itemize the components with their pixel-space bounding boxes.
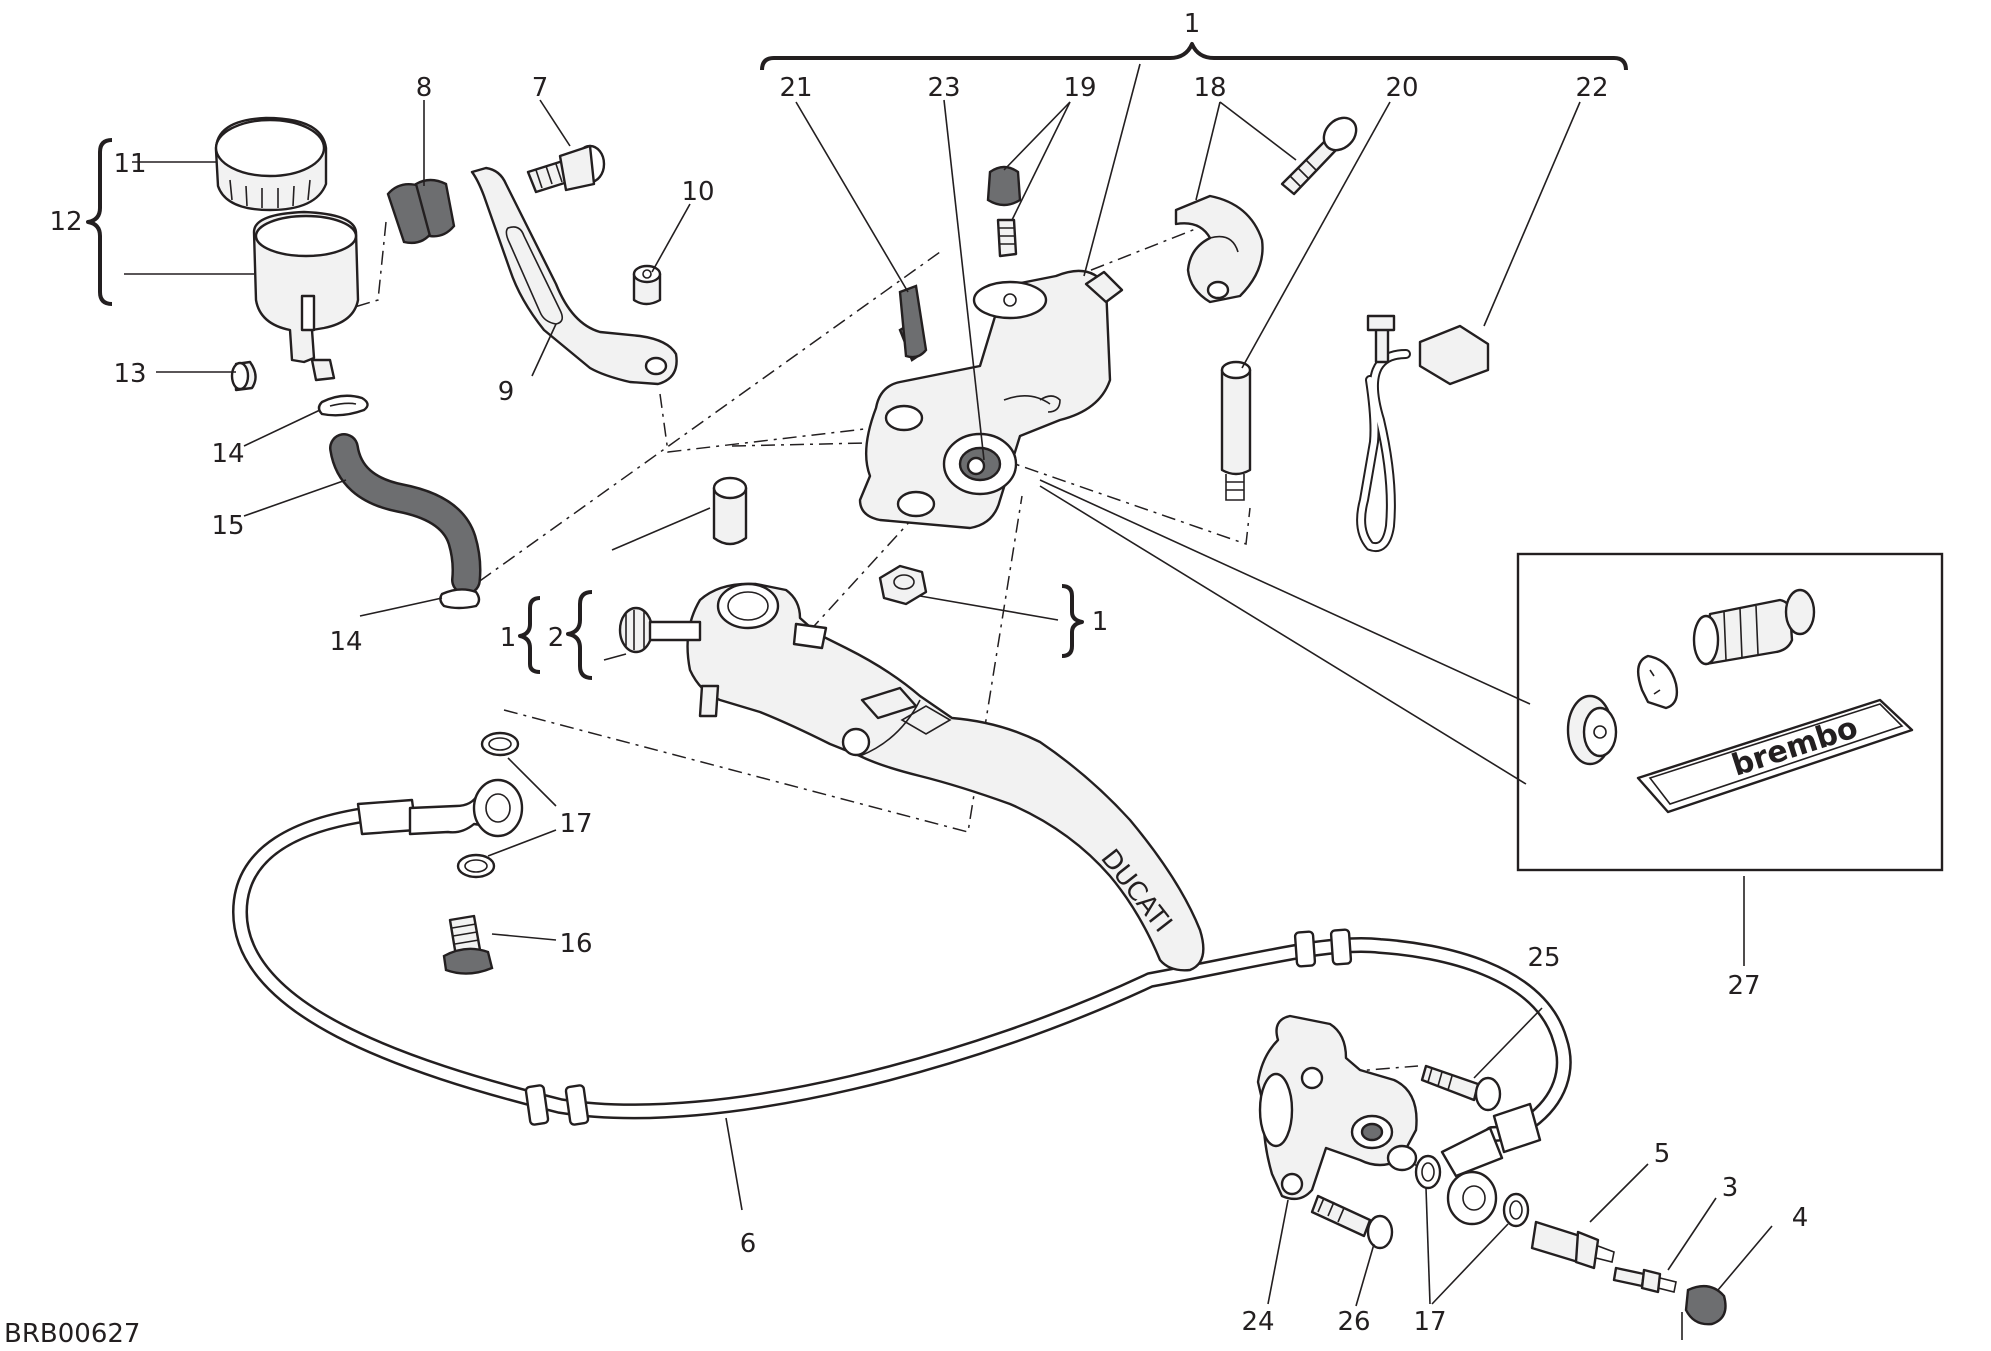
callout-1-right: 1 <box>1092 607 1109 637</box>
callout-21: 21 <box>779 73 812 103</box>
reservoir-body <box>252 210 360 382</box>
brace-12 <box>86 138 113 306</box>
hose-clamp-upper <box>317 394 369 417</box>
callout-25: 25 <box>1527 943 1560 973</box>
assembly-line-hose-lever <box>455 251 941 599</box>
banjo-bolt-slave <box>1530 1220 1615 1270</box>
bleed-valve <box>986 165 1022 258</box>
brace-2 <box>566 590 593 680</box>
clutch-lever: DUCATI <box>686 582 1205 972</box>
slave-cylinder-bolt-upper <box>1420 1064 1502 1112</box>
callout-4: 4 <box>1792 1203 1809 1233</box>
clutch-hose <box>232 798 1572 1154</box>
reservoir-bracket-bolt <box>526 144 606 194</box>
copper-washer-lower-b <box>1502 1192 1530 1228</box>
washer-hole <box>1509 1200 1523 1220</box>
bracket-screw <box>632 264 662 306</box>
pivot-pin <box>1220 360 1252 501</box>
reservoir-hose <box>329 433 482 595</box>
leader-lines <box>124 63 1773 1307</box>
handlebar-clamp <box>1174 194 1264 304</box>
callout-1-left: 1 <box>500 623 517 653</box>
callout-10: 10 <box>681 177 714 207</box>
callout-15: 15 <box>211 511 244 541</box>
slave-cylinder <box>1256 1014 1418 1201</box>
repair-kit-contents: brembo <box>1566 588 1914 814</box>
bleeder-cap <box>1681 1284 1727 1340</box>
callout-5: 5 <box>1654 1139 1671 1169</box>
copper-washer-lower-a <box>1414 1154 1442 1190</box>
washer-hole <box>488 737 512 751</box>
callout-14-upper: 14 <box>211 439 244 469</box>
bleeder-screw <box>1612 1266 1677 1294</box>
reservoir-cap <box>214 116 328 212</box>
callout-11: 11 <box>113 149 146 179</box>
pivot-nut <box>878 564 928 606</box>
callout-8: 8 <box>416 73 433 103</box>
repair-kit-box <box>1516 552 1944 872</box>
banjo-fitting-lower <box>1440 1126 1504 1226</box>
callout-13: 13 <box>113 359 146 389</box>
hose-elbow-fitting <box>898 284 928 359</box>
assembly-line-bracket-body <box>659 393 891 453</box>
callout-16: 16 <box>559 929 592 959</box>
callout-9: 9 <box>498 377 515 407</box>
assembly-line-body-lever <box>749 417 947 697</box>
callout-12: 12 <box>49 207 82 237</box>
callout-24: 24 <box>1241 1307 1274 1337</box>
callout-14-lower: 14 <box>329 627 362 657</box>
callout-26: 26 <box>1337 1307 1370 1337</box>
callout-1-assembly: 1 <box>1184 9 1201 39</box>
banjo-bolt <box>442 914 494 975</box>
callout-3: 3 <box>1722 1173 1739 1203</box>
callout-17-lower: 17 <box>1413 1307 1446 1337</box>
callout-19: 19 <box>1063 73 1096 103</box>
washer-hole <box>464 859 488 873</box>
callout-2: 2 <box>548 623 565 653</box>
clamp-bolt <box>1280 116 1358 196</box>
master-cylinder-body <box>858 269 1124 530</box>
brace-1-right <box>1061 584 1084 658</box>
copper-washer-upper-b <box>456 853 496 879</box>
callout-20: 20 <box>1385 73 1418 103</box>
callout-22: 22 <box>1575 73 1608 103</box>
brace-1-left <box>518 596 541 674</box>
callout-18: 18 <box>1193 73 1226 103</box>
callout-7: 7 <box>532 73 549 103</box>
callout-23: 23 <box>927 73 960 103</box>
brand-mark: brembo <box>1728 710 1862 783</box>
slave-cylinder-bolt-lower <box>1310 1194 1394 1250</box>
reservoir-grommet <box>386 178 456 245</box>
pivot-bushing <box>712 476 748 546</box>
clutch-switch <box>1356 314 1490 552</box>
drawing-code: BRB00627 <box>4 1319 140 1349</box>
lever-adjuster-knob <box>618 606 702 654</box>
banjo-fitting-upper <box>408 778 524 838</box>
hose-clamp-lower <box>439 588 481 610</box>
callout-17-upper: 17 <box>559 809 592 839</box>
assembly-line-slave-bolt <box>1317 1065 1419 1075</box>
assembly-bracket-top <box>760 42 1628 71</box>
copper-washer-upper-a <box>480 731 520 757</box>
washer-hole <box>1421 1162 1435 1182</box>
assembly-line-banjo <box>503 495 1023 833</box>
callout-6: 6 <box>740 1229 757 1259</box>
reservoir-plug <box>230 360 257 392</box>
callout-27: 27 <box>1727 971 1760 1001</box>
